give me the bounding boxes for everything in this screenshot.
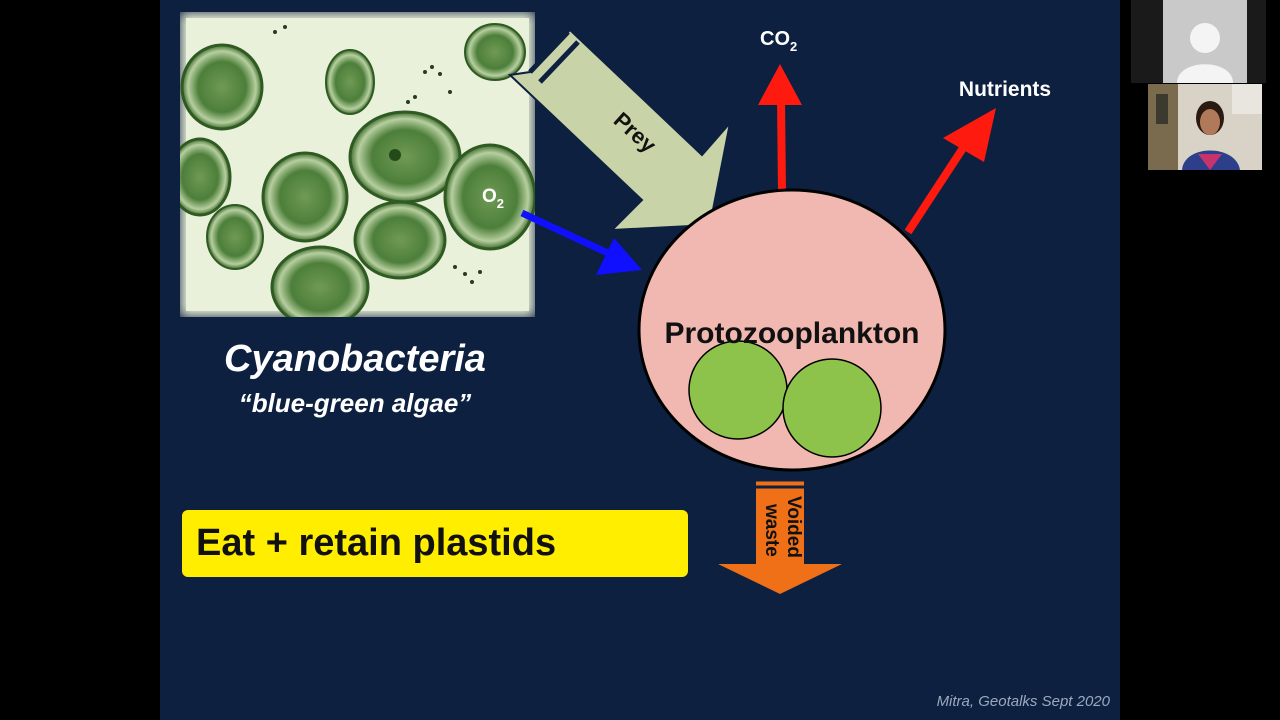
slide-credit: Mitra, Geotalks Sept 2020 [936,693,1110,710]
waste-label-line1: Voided [783,496,804,558]
callout-banner: Eat + retain plastids [182,510,688,577]
oxygen-arrow: O2 [482,186,642,275]
protozooplankton-diagram: Prey O2 CO2 Nutrients Voided waste [482,28,1051,594]
cyanobacteria-micrograph [180,12,535,317]
species-name: Cyanobacteria [224,338,486,380]
cell-label: Protozooplankton [665,317,920,350]
person-silhouette-icon [1163,0,1247,83]
waste-label-line2: waste [761,503,782,557]
common-name: “blue-green algae” [238,388,472,418]
presenter-video-tile[interactable] [1148,84,1262,170]
callout-text: Eat + retain plastids [196,522,557,564]
prey-arrow: Prey [507,28,732,232]
nutrients-arrow: Nutrients [904,78,1051,235]
oxygen-label: O2 [482,186,504,211]
plastid-left [688,340,788,440]
participant-tile[interactable] [1131,0,1266,83]
participant-sidebar [1120,0,1280,720]
presentation-slide: Cyanobacteria “blue-green algae” Prey O2… [160,0,1120,720]
presenter-video [1148,84,1262,170]
co2-arrow: CO2 [758,28,802,193]
nutrients-label: Nutrients [959,78,1051,101]
co2-label: CO2 [760,28,797,54]
plastid-right [782,358,882,458]
voided-waste-arrow: Voided waste [718,478,842,594]
protozooplankton-cell: Protozooplankton [637,188,947,472]
